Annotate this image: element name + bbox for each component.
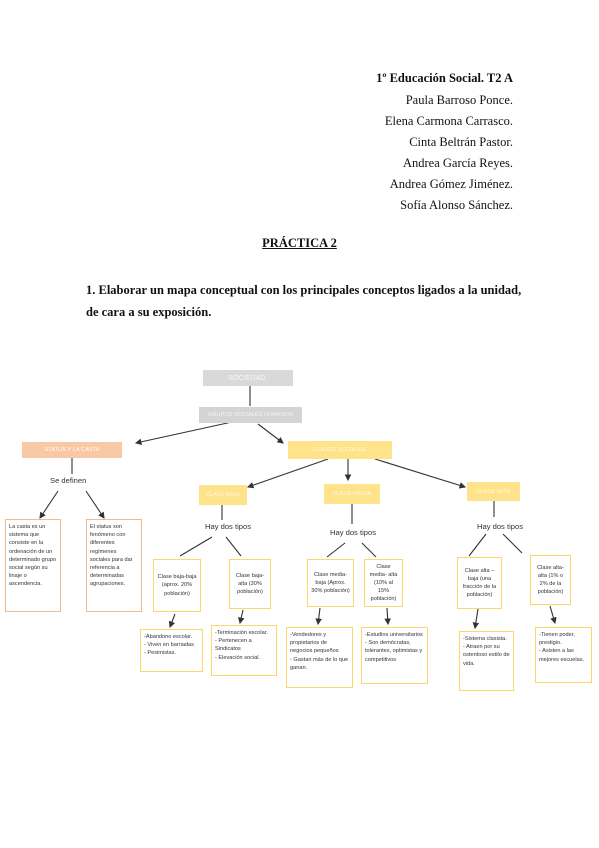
node-status-casta: STATUS Y LA CASTA [22,442,122,458]
author-name: Andrea García Reyes. [402,156,513,170]
node-clase-baja: CLASE BAJA [199,485,247,505]
clase-alta-alta-desc: -Tienen poder, prestigio. - Asisten a la… [535,627,592,683]
connector-line [549,605,557,625]
link-label-dos-tipos: Hay dos tipos [205,522,252,531]
link-label-se-definen: Se definen [50,476,87,485]
connector-line [238,609,245,625]
clase-media-alta-box: Clase media- alta (10% al 15% población) [364,559,403,607]
connector-line [39,490,59,519]
connector-line [384,607,391,626]
connector-line [168,613,176,629]
clase-media-alta-desc: -Estudios universitarios - Son demócrata… [361,627,428,684]
node-clases-sociales: CLASES SOCIALES [288,441,392,459]
connector-line [225,536,242,557]
connector-line [374,458,467,489]
connector-line [85,490,105,519]
connector-line [472,608,480,630]
clase-alta-baja-box: Clase alta – baja (una fracción de la po… [457,557,502,609]
connector-line [315,607,322,626]
author-name: Elena Carmona Carrasco. [384,114,513,128]
link-label-dos-tipos: Hay dos tipos [330,528,377,537]
clase-baja-alta-desc: -Terminación escolar. - Pertenecen a Sin… [211,625,277,676]
author-name: Paula Barroso Ponce. [405,93,513,107]
connector-line [134,421,233,446]
clase-baja-alta-box: Clase baja-alta (30% población) [229,559,271,609]
clase-alta-alta-box: Clase alta-alta (1% o 2% de la población… [530,555,571,605]
clase-media-baja-box: Clase media-baja (Aprox. 30% población) [307,559,354,607]
practice-title: PRÁCTICA 2 [262,236,337,250]
link-label-dos-tipos: Hay dos tipos [477,522,524,531]
clase-baja-baja-box: Clase baja-baja (aprox. 20% población) [153,559,201,612]
connector-line [179,536,213,557]
node-grupos-sociales: GRUPOS SOCIALES HUMANOS [199,407,302,423]
node-clase-alta: CLASE ALTA [467,482,520,501]
connector-line [326,542,346,558]
connector-line [468,533,487,557]
connector-line [257,423,284,444]
connector-line [361,542,377,558]
connector-line [246,458,329,489]
author-name: Andrea Gómez Jiménez. [389,177,513,191]
status-definition-box: El status son fenómeno con diferentes re… [86,519,142,612]
author-name: Sofía Alonso Sánchez. [400,198,513,212]
connector-line [502,533,523,554]
instruction-text: 1. Elaborar un mapa conceptual con los p… [86,283,522,319]
node-sociedad: SOCIEDAD. [203,370,293,386]
node-clase-media: CLASE MEDIA [324,484,380,504]
casta-definition-box: La casta es un sistema que consiste en l… [5,519,61,612]
clase-alta-baja-desc: -Sistema clasista. - Atraen por su osten… [459,631,514,691]
clase-baja-baja-desc: -Abandono escolar. - Viven en barriadas … [140,629,203,672]
course-title: 1º Educación Social. T2 A [376,71,513,85]
author-name: Cinta Beltrán Pastor. [409,135,513,149]
clase-media-baja-desc: -Vendedores y propietarios de negocios p… [286,627,353,688]
